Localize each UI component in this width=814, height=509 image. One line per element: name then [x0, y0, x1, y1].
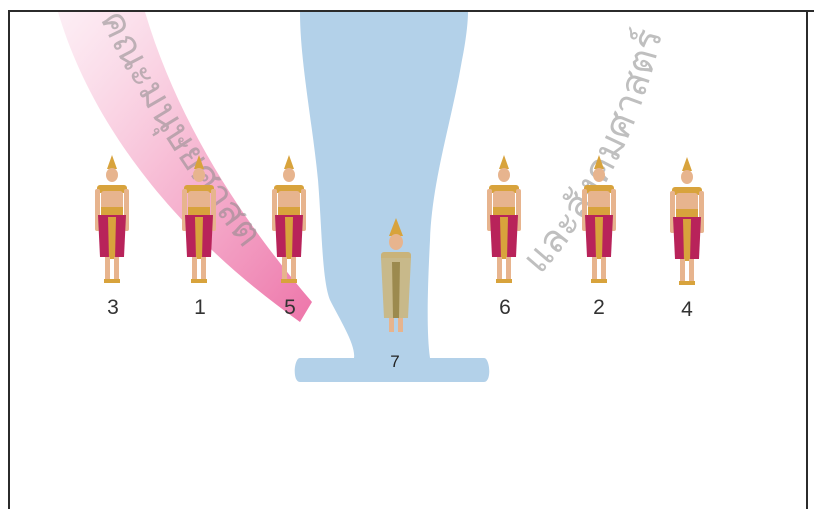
position-label-1: 1 — [185, 296, 215, 320]
position-label-5: 5 — [275, 296, 305, 320]
position-label-7: 7 — [380, 352, 410, 372]
dancer-figure-4 — [670, 157, 704, 285]
position-label-4: 4 — [672, 298, 702, 322]
position-label-6: 6 — [490, 296, 520, 320]
dancer-figure-3 — [95, 155, 129, 283]
dancer-figure-6 — [487, 155, 521, 283]
position-label-2: 2 — [584, 296, 614, 320]
position-label-3: 3 — [98, 296, 128, 320]
